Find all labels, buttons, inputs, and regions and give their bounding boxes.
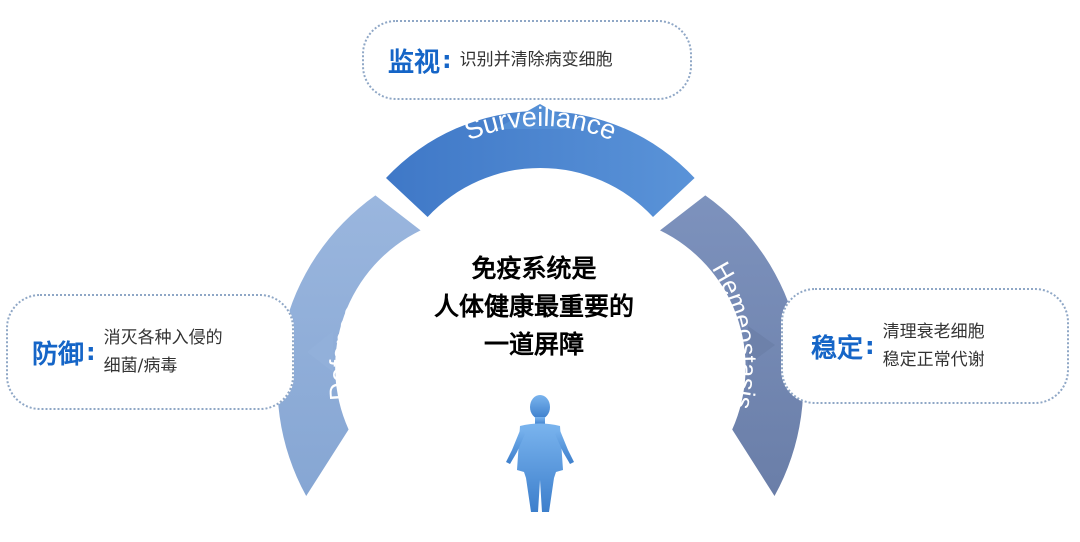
callout-line: 识别并清除病变细胞 (459, 50, 613, 70)
callout-line: 清理衰老细胞 (882, 322, 985, 342)
segment-surveillance (386, 110, 695, 217)
center-title-line: 人体健康最重要的 (433, 292, 634, 321)
arrow-surveillance (496, 104, 584, 129)
callout-description: 识别并清除病变细胞 (460, 46, 613, 74)
callout-line: 细菌/病毒 (103, 356, 178, 376)
center-title: 免疫系统是 人体健康最重要的 一道屏障 (392, 250, 676, 364)
callout-defence: 防御 : 消灭各种入侵的 细菌/病毒 (6, 294, 294, 410)
callout-title: 稳定 (811, 333, 864, 364)
arrow-homeostasis (748, 326, 775, 365)
callout-colon: : (442, 46, 452, 74)
callout-line: 消灭各种入侵的 (103, 328, 223, 348)
human-figure-icon (506, 395, 574, 512)
callout-title: 防御 (32, 339, 85, 370)
callout-colon: : (865, 332, 875, 360)
callout-homeostasis: 稳定 : 清理衰老细胞 稳定正常代谢 (781, 288, 1069, 404)
callout-colon: : (86, 338, 96, 366)
callout-description: 清理衰老细胞 稳定正常代谢 (883, 318, 985, 374)
callout-surveillance: 监视 : 识别并清除病变细胞 (362, 20, 692, 100)
callout-description: 消灭各种入侵的 细菌/病毒 (104, 324, 223, 380)
callout-title: 监视 (388, 47, 441, 78)
segment-defence (277, 195, 421, 496)
arrow-defence (307, 331, 333, 372)
callout-line: 稳定正常代谢 (882, 350, 985, 370)
center-title-line: 免疫系统是 (471, 254, 597, 283)
segment-homeostasis (660, 195, 804, 496)
center-title-line: 一道屏障 (483, 330, 584, 359)
